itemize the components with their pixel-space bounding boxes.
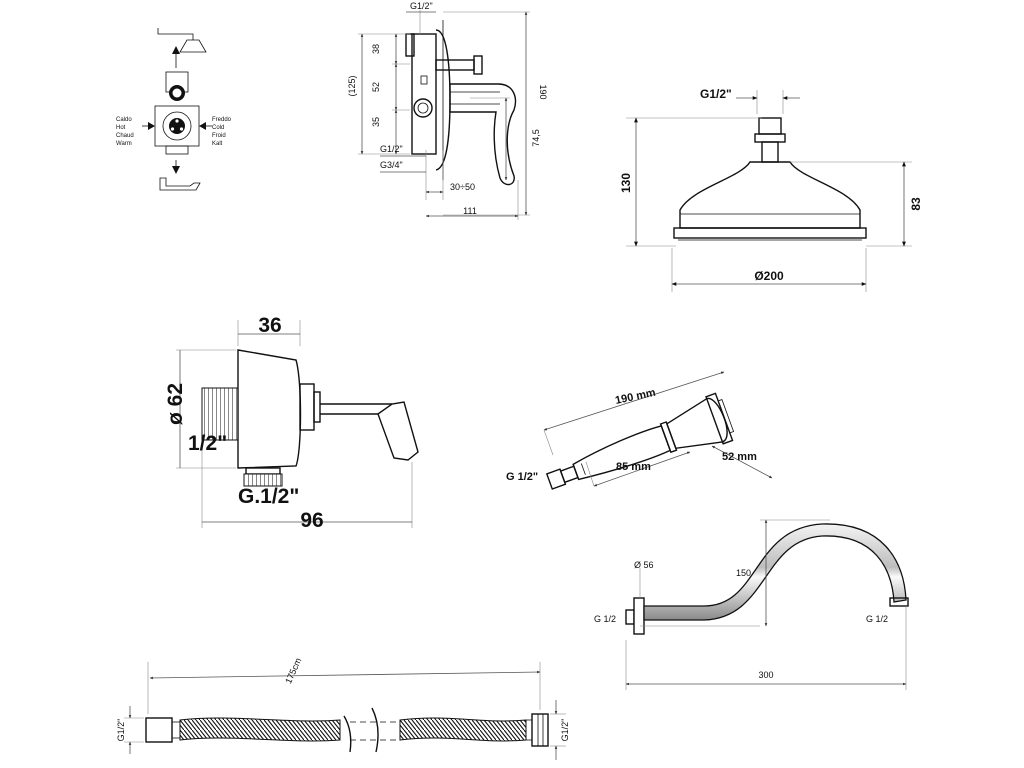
hand-shower-drawing: 190 mm 85 mm 52 mm G 1/2" <box>506 371 773 490</box>
hose-length-label: 175cm <box>283 656 303 685</box>
wall-outlet-dim-36: 36 <box>258 314 281 337</box>
shower-head-outline <box>673 117 867 241</box>
shower-arm-right-thread: G 1/2 <box>866 614 888 624</box>
mixer-flow-schematic: Caldo Hot Chaud Warm Freddo Cold Froid K… <box>116 28 233 191</box>
cold-label-fr: Froid <box>212 133 226 139</box>
shower-head-drawing: G1/2" 130 83 Ø200 <box>619 87 923 292</box>
mixer-inlet-thread-label: G3/4" <box>380 160 403 170</box>
hot-inlet-arrow-icon <box>142 122 155 130</box>
hot-label-de: Warm <box>116 141 132 147</box>
wall-outlet-drawing: 36 ø 62 1/2" G.1/2" 96 <box>164 314 419 532</box>
wall-outlet-diameter: ø 62 <box>164 383 187 425</box>
concealed-mixer-drawing: G1/2" 38 52 35 (125) 190 74,5 G1/2" G3/4… <box>347 1 548 220</box>
wall-outlet-dim-96: 96 <box>300 509 323 532</box>
wall-outlet-outline <box>201 349 419 487</box>
mini-spout-icon <box>159 177 201 191</box>
mixer-dim-52: 52 <box>371 82 381 92</box>
shower-arm-flange-label: Ø 56 <box>634 560 654 570</box>
hot-label: Caldo Hot Chaud Warm <box>116 117 135 147</box>
shower-arm-height-label: 150 <box>736 568 751 578</box>
shower-head-dim-130: 130 <box>619 173 633 193</box>
shower-arm-length-label: 300 <box>758 670 773 680</box>
hand-shower-outline <box>545 392 735 490</box>
mixer-outlet-thread-label: G1/2" <box>380 144 403 154</box>
mixer-dim-38: 38 <box>371 44 381 54</box>
hose-right-thread: G1/2" <box>560 719 570 742</box>
mixer-dim-125: (125) <box>347 75 357 96</box>
cold-inlet-arrow-icon <box>199 122 212 130</box>
mini-shower-head-icon <box>157 28 207 53</box>
mixer-dim-30-50: 30÷50 <box>450 182 475 192</box>
wall-outlet-bottom-thread: G.1/2" <box>238 485 299 508</box>
hose-outline <box>145 707 549 753</box>
shower-head-thread-label: G1/2" <box>700 87 732 101</box>
cold-label-it: Freddo <box>212 117 232 123</box>
shower-arm-left-thread: G 1/2 <box>594 614 616 624</box>
hose-left-thread: G1/2" <box>116 719 126 742</box>
cold-label-en: Cold <box>212 125 224 131</box>
shower-hose-drawing: 175cm G1/2" G1/2" <box>116 656 570 760</box>
flow-down-arrow-icon <box>172 160 180 174</box>
cold-label-de: Kalt <box>212 141 223 147</box>
wall-outlet-back-thread: 1/2" <box>188 432 227 455</box>
shower-arm-drawing: Ø 56 150 G 1/2 G 1/2 300 <box>594 519 909 690</box>
hot-label-en: Hot <box>116 125 126 131</box>
mixer-body-outline <box>405 20 517 186</box>
hot-label-it: Caldo <box>116 117 132 123</box>
cold-label: Freddo Cold Froid Kalt <box>212 117 233 147</box>
flow-up-arrow-icon <box>172 46 180 68</box>
shower-head-diameter: Ø200 <box>754 269 784 283</box>
mixer-dim-74-5: 74,5 <box>531 129 541 147</box>
hand-shower-thread-label: G 1/2" <box>506 471 538 483</box>
hand-shower-head-label: 52 mm <box>722 451 757 463</box>
hot-label-fr: Chaud <box>116 133 134 139</box>
hand-shower-handle-label: 85 mm <box>616 461 651 473</box>
hand-shower-length-label: 190 mm <box>614 387 657 407</box>
mixer-dim-35: 35 <box>371 117 381 127</box>
mixer-dim-190: 190 <box>538 84 548 99</box>
mixer-top-thread-label: G1/2" <box>410 1 433 11</box>
mixer-body-icon <box>154 71 200 155</box>
mixer-dim-111: 111 <box>463 206 477 216</box>
shower-head-dim-83: 83 <box>909 197 923 211</box>
